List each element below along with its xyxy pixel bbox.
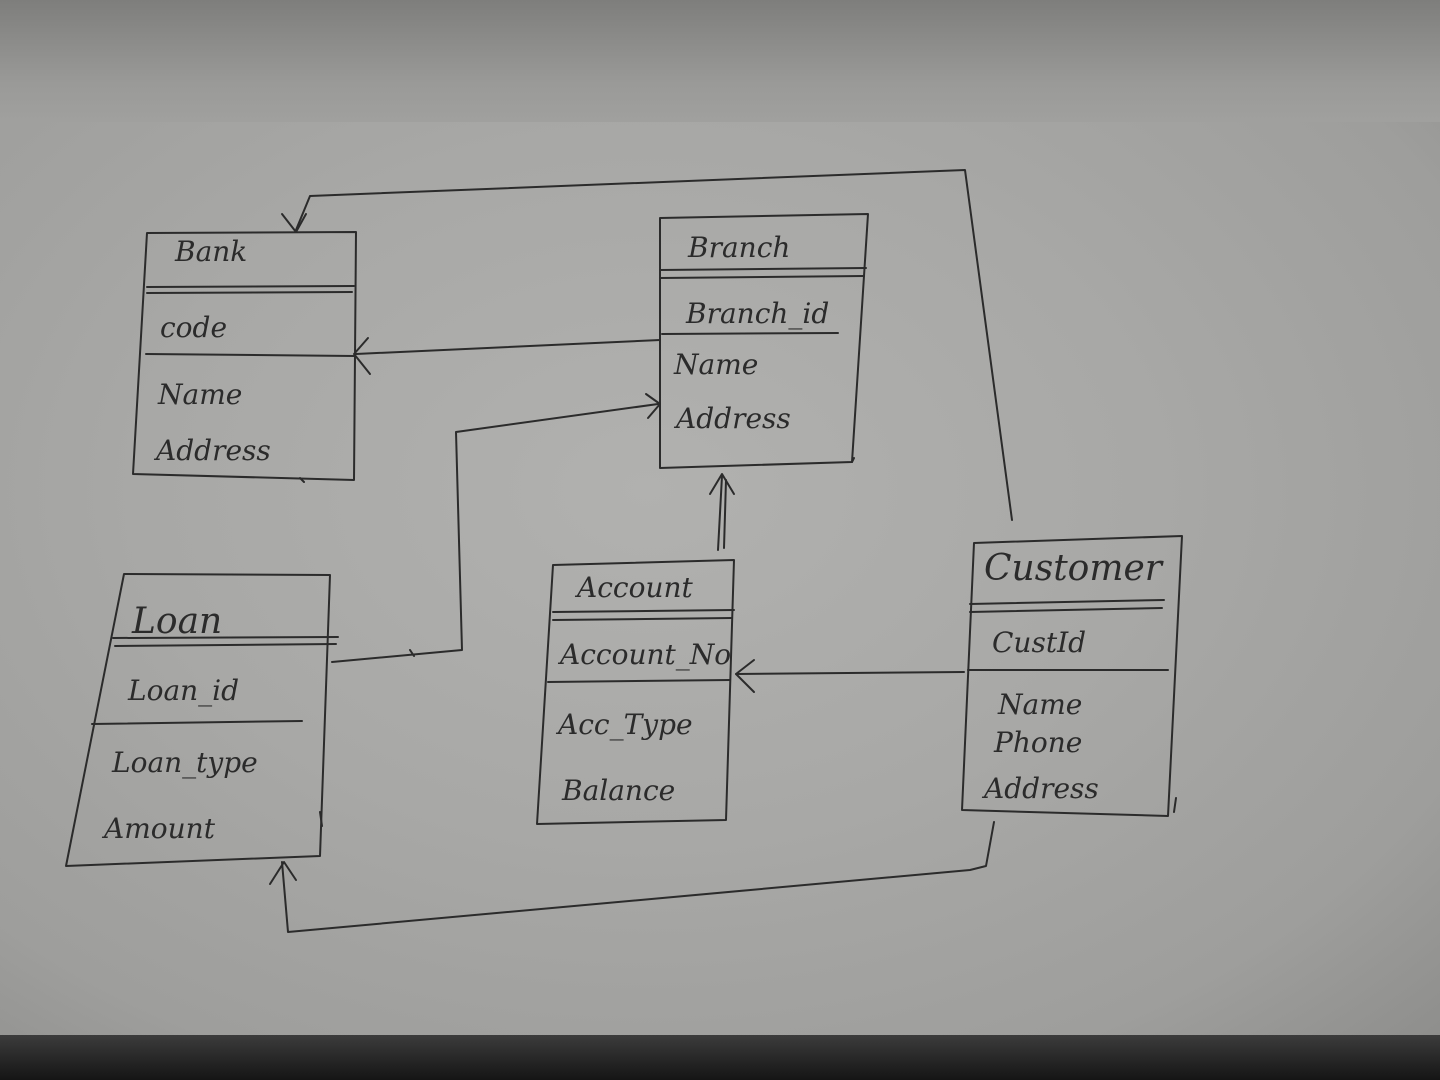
customer-field-name: Name (997, 688, 1082, 721)
relation-customer-bank (281, 169, 1013, 521)
customer-title-divider (969, 599, 1165, 613)
relation-line (281, 821, 995, 933)
relation-account-branch (709, 473, 735, 551)
bank-key-divider (145, 353, 355, 357)
loan-title: Loan (131, 601, 222, 642)
loan-field-amount: Amount (101, 812, 216, 845)
account-field-type: Acc_Type (555, 708, 693, 741)
branch-field-id: Branch_id (685, 297, 829, 330)
loan-field-type: Loan_type (111, 746, 258, 779)
entity-bank: Bank code Name Address (132, 231, 357, 481)
relation-line (717, 475, 727, 551)
loan-box (65, 573, 331, 867)
loan-field-id: Loan_id (127, 674, 239, 707)
arrow-head-icon (709, 473, 735, 495)
account-box (536, 559, 735, 825)
customer-box (961, 535, 1183, 817)
relation-line (295, 169, 1013, 521)
notebook-page (0, 122, 1440, 1040)
relation-branch-bank (353, 337, 661, 375)
bank-field-code: code (160, 311, 227, 344)
entity-customer: Customer CustId Name Phone Address (961, 535, 1183, 817)
customer-title: Customer (984, 548, 1164, 589)
relation-customer-account (735, 659, 965, 693)
bank-field-name: Name (157, 378, 242, 411)
bank-title-divider (146, 285, 355, 294)
arrow-head-icon (353, 337, 371, 375)
account-field-balance: Balance (561, 774, 675, 807)
relation-line (331, 403, 659, 663)
arrow-head-icon (281, 213, 307, 233)
entity-branch: Branch Branch_id Name Address (659, 213, 869, 469)
relation-line (735, 671, 965, 675)
arrow-head-icon (645, 393, 661, 419)
customer-field-address: Address (981, 772, 1099, 805)
branch-field-name: Name (673, 348, 758, 381)
branch-field-address: Address (673, 402, 791, 435)
account-title: Account (574, 571, 694, 604)
arrow-head-icon (735, 659, 755, 693)
relation-line (355, 339, 661, 355)
desk-edge (0, 1035, 1440, 1080)
loan-title-divider (112, 636, 339, 647)
branch-key-underline (661, 332, 839, 335)
branch-title: Branch (687, 231, 790, 264)
relation-loan-branch (331, 393, 661, 663)
entity-account: Account Account_No Acc_Type Balance (536, 559, 735, 825)
relation-customer-loan (269, 821, 995, 933)
account-key-divider (547, 679, 731, 683)
paper-fold-top (0, 0, 1440, 140)
customer-field-phone: Phone (993, 726, 1082, 759)
branch-title-divider (659, 267, 867, 279)
arrow-head-icon (269, 861, 297, 885)
account-field-no: Account_No (557, 638, 731, 671)
bank-title: Bank (174, 235, 247, 268)
entity-loan: Loan Loan_id Loan_type Amount (65, 573, 339, 867)
loan-key-underline (91, 720, 303, 725)
bank-box (132, 231, 357, 481)
bank-field-address: Address (153, 434, 271, 467)
account-title-divider (552, 609, 735, 621)
ink-marks (299, 457, 1177, 827)
customer-field-id: CustId (992, 626, 1086, 659)
